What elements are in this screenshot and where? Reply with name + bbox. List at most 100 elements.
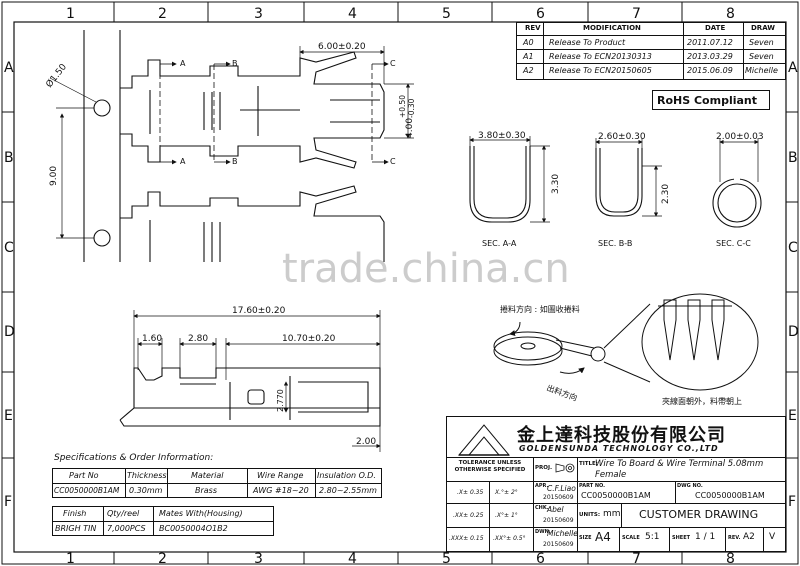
col-label: 7: [632, 551, 641, 566]
sec-c-label: SEC. C-C: [716, 239, 751, 248]
section-letter-b: B: [232, 157, 238, 166]
order-header: Qty/reel: [107, 509, 140, 518]
sec-b-height: 2.30: [661, 184, 671, 204]
rev-cell: Release To ECN20130313: [549, 52, 652, 61]
tb-grid-v: [577, 503, 578, 551]
rev-cell: 2015.06.09: [687, 66, 733, 75]
watermark: trade.china.cn: [282, 246, 570, 292]
order-table: Finish Qty/reel Mates With(Housing) BRIG…: [52, 506, 274, 536]
order-cell: BRIGH TIN: [55, 524, 97, 533]
rev-cell: Release To ECN20150605: [549, 66, 652, 75]
section-c-c-drawing: [712, 138, 762, 228]
tb-grid-v: [675, 481, 676, 503]
out-direction-note: 出料方向: [545, 382, 578, 402]
scale-label: SCALE: [622, 535, 640, 541]
drawing-type: CUSTOMER DRAWING: [639, 508, 759, 521]
section-a-a-drawing: [469, 136, 550, 223]
drawing-title: Wire To Board & Wire Terminal 5.08mm Fem…: [595, 459, 764, 480]
tol-angle-3: .XX°± 0.5°: [493, 535, 526, 542]
spec-cell: Brass: [195, 486, 218, 495]
rev-grid-v: [683, 23, 684, 79]
spec-cell: AWG #18~20: [253, 486, 309, 495]
top-view-terminal: [83, 30, 385, 262]
dwn-label: DWN.: [535, 529, 551, 535]
title-block: 金上達科技股份有限公司 GOLDENSUNDA TECHNOLOGY CO.,L…: [446, 416, 786, 552]
row-label: B: [788, 150, 798, 166]
order-grid-v: [153, 507, 154, 535]
tol-linear-1: .X± 0.35: [457, 489, 484, 496]
section-letter-c: C: [390, 59, 396, 68]
tol-angle-2: .X°± 1°: [495, 512, 518, 519]
wire-face-note: 夾線面朝外，料帶朝上: [662, 396, 742, 406]
spec-grid-h: [53, 483, 381, 484]
order-grid-h: [53, 521, 273, 522]
col-label: 5: [442, 551, 451, 566]
rev-cell: A1: [523, 52, 534, 61]
order-cell: 7,000PCS: [107, 524, 146, 533]
rev-header: REV: [525, 24, 541, 32]
row-label: B: [4, 150, 14, 166]
rev-label: REV.: [728, 535, 741, 541]
rev-cell: A0: [523, 38, 534, 47]
sec-b-label: SEC. B-B: [598, 239, 632, 248]
col-label: 1: [66, 6, 75, 22]
dwn-name: Michelle: [547, 529, 578, 538]
dim-9-00: 9.00: [49, 166, 59, 186]
sec-c-width: 2.00±0.03: [716, 132, 764, 142]
tb-grid-v: [669, 527, 670, 551]
spec-cell: 0.30mm: [129, 486, 163, 495]
top-dimension-lines: [49, 46, 414, 239]
sec-a-label: SEC. A-A: [482, 239, 517, 248]
spec-table: Part No Thickness Material Wire Range In…: [52, 468, 382, 498]
v-mark: V: [769, 532, 776, 542]
dim-2-00: 2.00: [356, 437, 376, 447]
scale-value: 5:1: [645, 532, 660, 542]
rev-header: DRAW: [751, 24, 776, 32]
tb-grid-v: [577, 457, 578, 481]
sec-a-width: 3.80±0.30: [478, 131, 526, 141]
col-label: 1: [66, 551, 75, 566]
tb-grid-h: [447, 481, 785, 482]
row-label: A: [4, 60, 14, 76]
side-dimension-lines: [133, 310, 381, 452]
tol-linear-2: .XX± 0.25: [453, 512, 484, 519]
apr-label: APR.: [535, 483, 549, 489]
row-label: C: [788, 240, 798, 256]
rev-cell: Seven: [749, 52, 774, 61]
inner-frame: [13, 21, 787, 553]
col-label: 2: [158, 6, 167, 22]
spec-header: Thickness: [127, 471, 167, 480]
rev-cell: 2011.07.12: [687, 38, 733, 47]
col-label: 4: [348, 551, 357, 566]
tb-grid-v: [619, 527, 620, 551]
apr-date: 20150609: [543, 494, 574, 501]
tb-grid-h: [447, 527, 785, 528]
spec-title: Specifications & Order Information:: [54, 453, 214, 463]
col-label: 3: [254, 551, 263, 566]
tb-grid-v: [725, 527, 726, 551]
order-grid-v: [103, 507, 104, 535]
tol-linear-3: .XXX± 0.15: [449, 535, 484, 542]
col-label: 4: [348, 6, 357, 22]
col-label: 2: [158, 551, 167, 566]
tb-grid-v: [533, 457, 534, 551]
col-label: 5: [442, 6, 451, 22]
row-label: F: [4, 494, 12, 510]
tb-grid-v: [489, 481, 490, 551]
part-no-label: PART NO.: [579, 483, 606, 489]
company-name-cn: 金上達科技股份有限公司: [517, 425, 726, 446]
row-label: F: [788, 494, 796, 510]
section-cut-lines: [159, 64, 373, 162]
row-label: A: [788, 60, 798, 76]
order-header: Finish: [63, 509, 87, 518]
row-label: E: [788, 408, 797, 424]
row-label: D: [788, 324, 799, 340]
size-label: SIZE: [579, 535, 592, 541]
spec-grid-v: [167, 469, 168, 497]
company-name-en: GOLDENSUNDA TECHNOLOGY CO.,LTD: [519, 444, 719, 453]
dim-2-770: 2.770: [276, 389, 285, 412]
row-label: E: [4, 408, 13, 424]
col-label: 8: [726, 551, 735, 566]
dim-6-00: 6.00±0.20: [318, 42, 366, 52]
